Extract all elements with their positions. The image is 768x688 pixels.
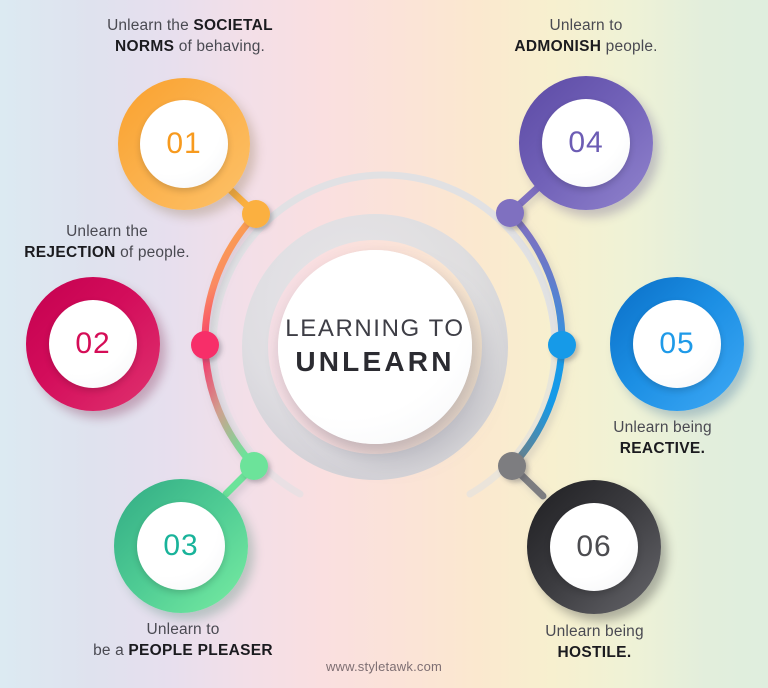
outer-halo-arc — [209, 171, 559, 498]
node-06-number: 06 — [576, 530, 612, 563]
junction-dot-05 — [548, 331, 576, 359]
colored-arc-right-lower — [508, 341, 566, 470]
center-title-line1: LEARNING TO — [285, 315, 465, 343]
node-03-inner: 03 — [137, 502, 225, 590]
node-04-inner: 04 — [542, 99, 630, 187]
node-06[interactable]: 06 — [527, 480, 661, 614]
caption-06: Unlearn being HOSTILE. — [487, 622, 702, 664]
node-06-inner: 06 — [550, 503, 638, 591]
caption-01-line1: Unlearn the SOCIETAL — [107, 17, 273, 34]
caption-03-line1: Unlearn to — [146, 621, 220, 638]
node-04[interactable]: 04 — [519, 76, 653, 210]
caption-04-line2: ADMONISH people. — [514, 37, 658, 55]
caption-02-line2: REJECTION of people. — [24, 243, 190, 261]
node-05[interactable]: 05 — [610, 277, 744, 411]
junction-dot-03 — [240, 452, 268, 480]
center-title-line2: UNLEARN — [295, 346, 455, 377]
node-01-inner: 01 — [140, 100, 228, 188]
caption-06-line1: Unlearn being — [545, 623, 644, 640]
node-01[interactable]: 01 — [118, 78, 250, 210]
node-02-inner: 02 — [49, 300, 137, 388]
caption-02: Unlearn the REJECTION of people. — [0, 222, 222, 264]
node-01-number: 01 — [166, 127, 202, 160]
junction-dots — [191, 199, 576, 480]
center-hub: LEARNING TO UNLEARN — [278, 250, 472, 444]
caption-01-line2: NORMS of behaving. — [115, 37, 265, 55]
caption-02-line1: Unlearn the — [66, 223, 148, 240]
junction-dot-01 — [242, 200, 270, 228]
node-03-number: 03 — [163, 529, 199, 562]
caption-05: Unlearn being REACTIVE. — [555, 418, 768, 460]
node-02-number: 02 — [75, 327, 111, 360]
node-04-number: 04 — [568, 126, 604, 159]
caption-01: Unlearn the SOCIETAL NORMS of behaving. — [60, 16, 320, 58]
node-02[interactable]: 02 — [26, 277, 160, 411]
colored-arc-left-upper — [201, 210, 260, 349]
node-03[interactable]: 03 — [114, 479, 248, 613]
hub-outer-ring — [242, 214, 508, 480]
caption-03-line2: be a PEOPLE PLEASER — [93, 641, 273, 659]
node-05-number: 05 — [659, 327, 695, 360]
caption-05-line1: Unlearn being — [613, 419, 712, 436]
node-05-inner: 05 — [633, 300, 721, 388]
caption-03: Unlearn to be a PEOPLE PLEASER — [48, 620, 318, 662]
footer-url[interactable]: www.styletawk.com — [325, 659, 443, 674]
colored-arc-left-lower — [201, 341, 258, 470]
caption-04-line1: Unlearn to — [549, 17, 623, 34]
caption-05-line2: REACTIVE. — [619, 439, 706, 457]
caption-06-line2: HOSTILE. — [557, 643, 632, 661]
caption-04: Unlearn to ADMONISH people. — [455, 16, 717, 58]
junction-dot-06 — [498, 452, 526, 480]
junction-dot-04 — [496, 199, 524, 227]
colored-arc-right-upper — [506, 209, 566, 349]
junction-dot-02 — [191, 331, 219, 359]
